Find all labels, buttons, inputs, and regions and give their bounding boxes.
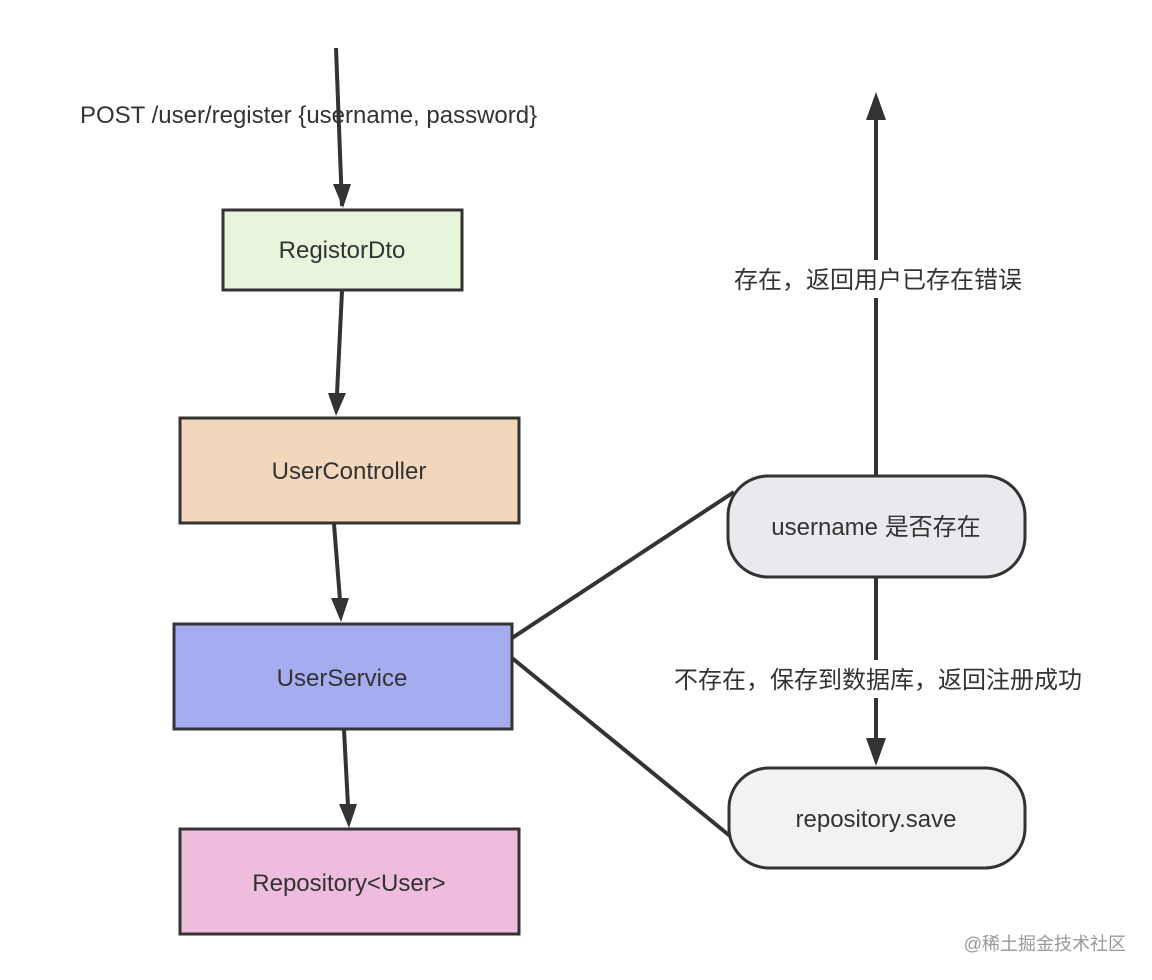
request-arrowhead — [333, 184, 351, 208]
user-service-label: UserService — [277, 665, 408, 692]
dto-to-controller-arrow — [335, 290, 344, 395]
user-service-box — [172, 622, 514, 731]
registor-dto-label: RegistorDto — [279, 237, 406, 264]
watermark: @稀土掘金技术社区 — [964, 934, 1126, 954]
username-check-box — [726, 474, 1027, 579]
username-check-node: username 是否存在 — [726, 474, 1027, 579]
controller-to-service-arrow — [332, 523, 342, 601]
request-arrow — [334, 47, 344, 207]
username-check-label: username 是否存在 — [771, 514, 980, 541]
registor-dto-box — [221, 208, 464, 292]
user-controller-label: UserController — [272, 458, 427, 485]
repository-user-box — [178, 827, 521, 936]
service-to-repository-arrowhead — [339, 804, 357, 828]
service-to-save-connector — [510, 656, 732, 838]
registor-dto-node: RegistorDto — [221, 208, 464, 292]
repository-user-node: Repository<User> — [178, 827, 521, 936]
exists-label: 存在，返回用户已存在错误 — [734, 267, 1022, 294]
service-to-repository-arrow — [342, 729, 350, 807]
not-exists-label-backing — [652, 660, 1104, 698]
exists-label-backing — [716, 260, 1038, 298]
repository-user-label: Repository<User> — [252, 870, 445, 897]
repository-save-node: repository.save — [727, 766, 1027, 870]
repository-save-label: repository.save — [796, 806, 957, 833]
user-controller-node: UserController — [178, 416, 521, 525]
controller-to-service-arrowhead — [331, 598, 349, 622]
repository-save-box — [727, 766, 1027, 870]
exists-arrowhead — [866, 92, 886, 120]
user-service-node: UserService — [172, 622, 514, 731]
user-controller-box — [178, 416, 521, 525]
dto-to-controller-arrowhead — [328, 393, 346, 416]
service-to-check-connector — [504, 490, 736, 644]
not-exists-label: 不存在，保存到数据库，返回注册成功 — [674, 667, 1082, 694]
not-exists-arrowhead — [866, 738, 886, 766]
request-label: POST /user/register {username, password} — [80, 102, 537, 129]
